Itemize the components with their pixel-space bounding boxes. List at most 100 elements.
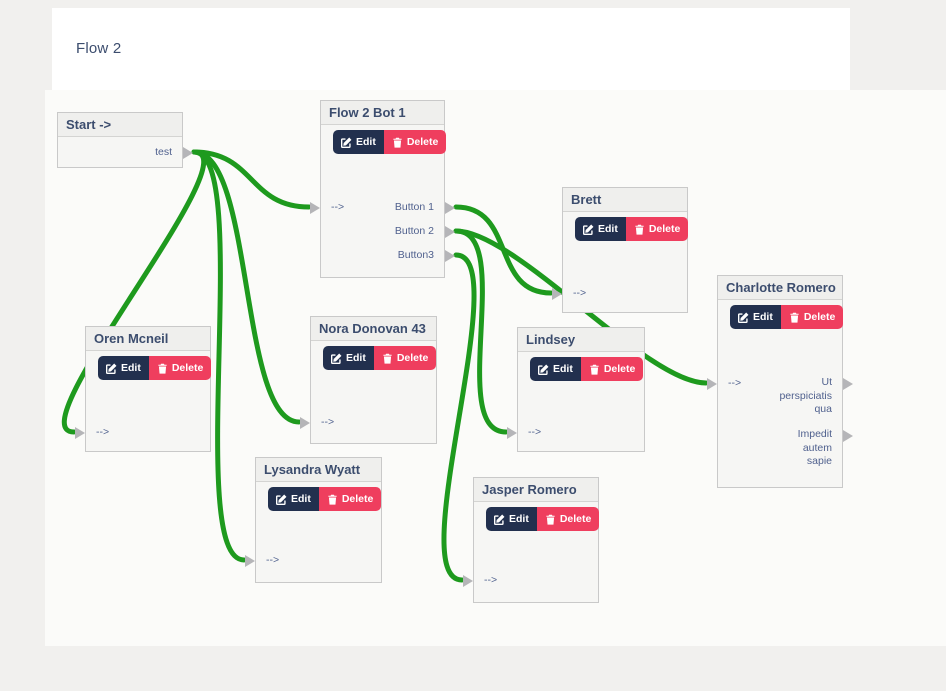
trash-icon: [590, 364, 599, 375]
out-port-arrow-icon[interactable]: [183, 147, 193, 159]
delete-button[interactable]: Delete: [318, 487, 382, 511]
out-port-b3[interactable]: Button3: [397, 249, 434, 261]
edit-button-label: Edit: [598, 223, 618, 235]
in-port-arrow-icon[interactable]: [245, 555, 255, 567]
edit-button-label: Edit: [753, 311, 773, 323]
link-bot1.b3-to-jasper.in[interactable]: [441, 252, 477, 583]
delete-button-label: Delete: [648, 223, 681, 235]
pencil-icon: [583, 224, 594, 235]
node-title: Charlotte Romero: [718, 276, 842, 300]
flow-header-panel: Flow 2: [52, 8, 850, 91]
edit-button[interactable]: Edit: [333, 130, 384, 154]
link-start.test-to-oren.in[interactable]: [62, 149, 206, 435]
flow-node-nora[interactable]: Nora Donovan 43 Edit Delete -->: [300, 316, 437, 444]
link-start.test-to-nora.in[interactable]: [191, 149, 302, 425]
delete-button[interactable]: Delete: [580, 357, 644, 381]
delete-button[interactable]: Delete: [625, 217, 689, 241]
pencil-icon: [494, 514, 505, 525]
in-port-in[interactable]: -->: [728, 377, 742, 389]
out-port-arrow-icon[interactable]: [843, 430, 853, 442]
flow-node-bot1[interactable]: Flow 2 Bot 1 Edit Delete --> Button 1 Button …: [310, 100, 455, 278]
edit-button[interactable]: Edit: [98, 356, 149, 380]
trash-icon: [158, 363, 167, 374]
node-actions: Edit Delete: [323, 346, 437, 370]
trash-icon: [790, 312, 799, 323]
node-actions: Edit Delete: [486, 507, 600, 531]
node-title: Jasper Romero: [474, 478, 598, 502]
in-port-arrow-icon[interactable]: [463, 575, 473, 587]
node-title: Nora Donovan 43: [311, 317, 436, 341]
edit-button[interactable]: Edit: [530, 357, 581, 381]
edit-button[interactable]: Edit: [268, 487, 319, 511]
out-port-b1[interactable]: Button 1: [394, 201, 434, 213]
in-port-arrow-icon[interactable]: [552, 288, 562, 300]
delete-button[interactable]: Delete: [148, 356, 212, 380]
in-port-in[interactable]: -->: [528, 426, 542, 438]
out-port-arrow-icon[interactable]: [445, 202, 455, 214]
edit-button[interactable]: Edit: [323, 346, 374, 370]
in-port-arrow-icon[interactable]: [507, 427, 517, 439]
delete-button-label: Delete: [603, 363, 636, 375]
node-title: Lysandra Wyatt: [256, 458, 381, 482]
in-port-in[interactable]: -->: [484, 574, 498, 586]
trash-icon: [328, 494, 337, 505]
delete-button[interactable]: Delete: [383, 130, 447, 154]
out-port-arrow-icon[interactable]: [843, 378, 853, 390]
node-title: Brett: [563, 188, 687, 212]
trash-icon: [383, 353, 392, 364]
pencil-icon: [276, 494, 287, 505]
in-port-arrow-icon[interactable]: [300, 417, 310, 429]
edit-button-label: Edit: [346, 352, 366, 364]
delete-button[interactable]: Delete: [373, 346, 437, 370]
out-port-test[interactable]: test: [155, 146, 172, 158]
edit-button[interactable]: Edit: [486, 507, 537, 531]
node-actions: Edit Delete: [268, 487, 382, 511]
delete-button[interactable]: Delete: [536, 507, 600, 531]
pencil-icon: [738, 312, 749, 323]
in-port-arrow-icon[interactable]: [310, 202, 320, 214]
out-port-arrow-icon[interactable]: [445, 250, 455, 262]
in-port-in[interactable]: -->: [573, 287, 587, 299]
out-port-arrow-icon[interactable]: [445, 226, 455, 238]
out-port-out1[interactable]: Ut perspiciatis qua: [779, 376, 832, 415]
edit-button-label: Edit: [356, 136, 376, 148]
delete-button-label: Delete: [406, 136, 439, 148]
out-port-b2[interactable]: Button 2: [394, 225, 434, 237]
link-bot1.b2-to-lindsey.in[interactable]: [453, 228, 509, 435]
link-start.test-to-lysandra.in[interactable]: [191, 149, 247, 563]
edit-button-label: Edit: [509, 513, 529, 525]
node-actions: Edit Delete: [730, 305, 844, 329]
pencil-icon: [106, 363, 117, 374]
node-title: Lindsey: [518, 328, 644, 352]
delete-button-label: Delete: [171, 362, 204, 374]
edit-button-label: Edit: [553, 363, 573, 375]
node-actions: Edit Delete: [98, 356, 212, 380]
node-actions: Edit Delete: [575, 217, 689, 241]
in-port-arrow-icon[interactable]: [75, 427, 85, 439]
node-actions: Edit Delete: [530, 357, 644, 381]
node-title: Flow 2 Bot 1: [321, 101, 444, 125]
flow-node-start[interactable]: Start ->test: [57, 112, 193, 168]
edit-button-label: Edit: [121, 362, 141, 374]
delete-button[interactable]: Delete: [780, 305, 844, 329]
in-port-arrow-icon[interactable]: [707, 378, 717, 390]
trash-icon: [546, 514, 555, 525]
pencil-icon: [331, 353, 342, 364]
in-port-in[interactable]: -->: [331, 201, 345, 213]
out-port-out2[interactable]: Impedit autem sapie: [797, 428, 832, 467]
link-start.test-to-bot1.in[interactable]: [191, 149, 312, 210]
edit-button-label: Edit: [291, 493, 311, 505]
in-port-in[interactable]: -->: [321, 416, 335, 428]
edit-button[interactable]: Edit: [730, 305, 781, 329]
edit-button[interactable]: Edit: [575, 217, 626, 241]
trash-icon: [635, 224, 644, 235]
in-port-in[interactable]: -->: [96, 426, 110, 438]
in-port-in[interactable]: -->: [266, 554, 280, 566]
page-title: Flow 2: [76, 40, 122, 57]
